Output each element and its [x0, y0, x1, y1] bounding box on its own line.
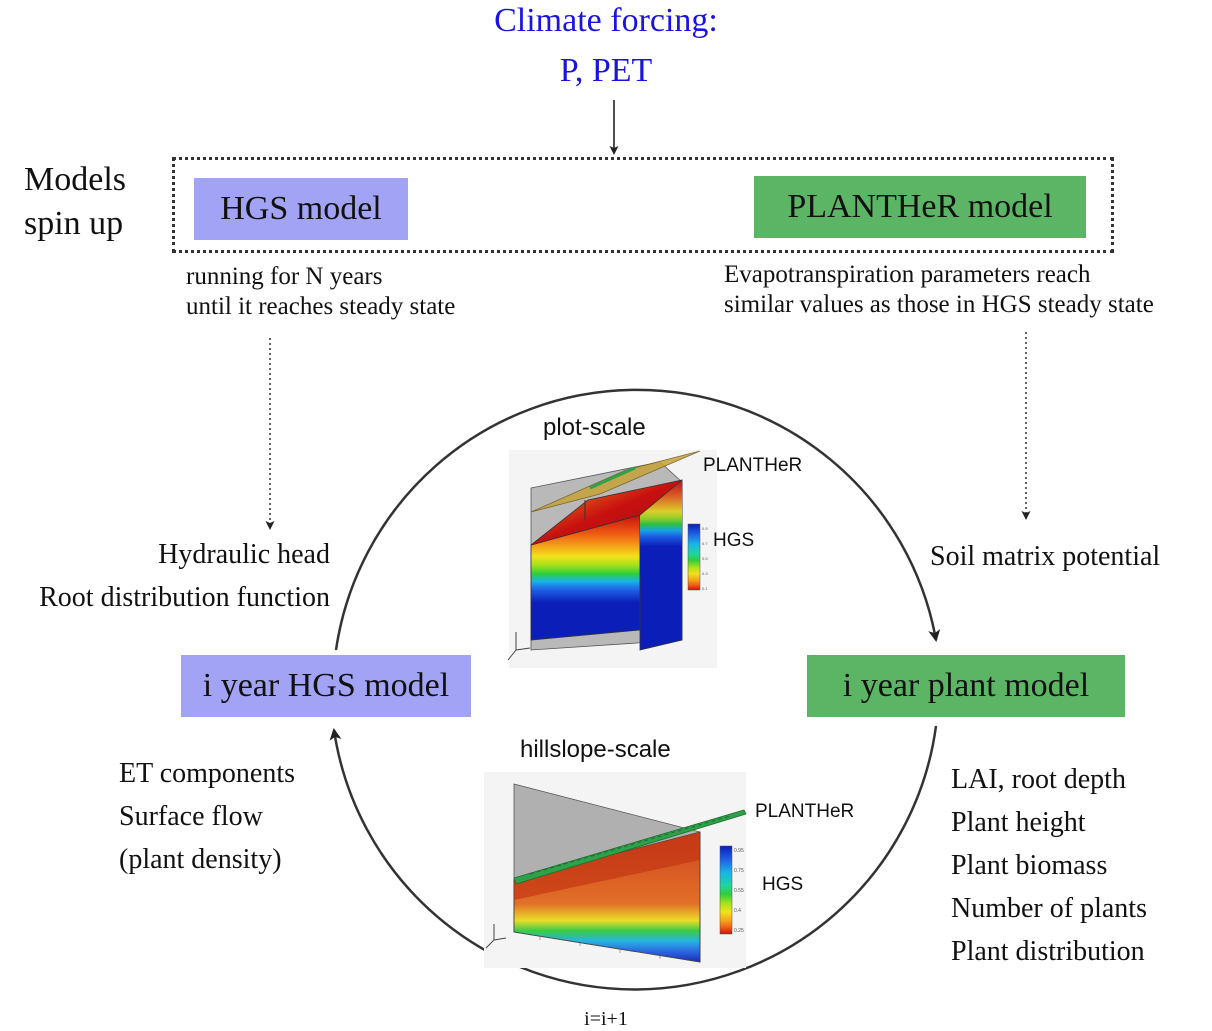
planther-note-line2: similar values as those in HGS steady st…	[724, 291, 1154, 318]
hgs-note-line1: running for N years	[186, 263, 383, 290]
hillslope-planther-label: PLANTHeR	[755, 801, 855, 822]
svg-text:0.1: 0.1	[702, 586, 708, 591]
hillslope-scale-figure: 0.95 0.75 0.55 0.4 0.25	[484, 772, 747, 968]
cycle-arc-bottom	[329, 725, 938, 991]
hgs-output-item: ET components	[119, 758, 296, 789]
svg-text:0.9: 0.9	[702, 526, 708, 531]
planther-spinup-model-box: PLANTHeR model	[754, 176, 1086, 238]
hgs-outputs-list: ET components Surface flow (plant densit…	[119, 752, 295, 881]
hillslope-hgs-label: HGS	[762, 874, 804, 895]
planther-note-line1: Evapotranspiration parameters reach	[724, 261, 1091, 288]
plot-hgs-label: HGS	[713, 530, 755, 551]
plant-input-label: Soil matrix potential	[930, 541, 1161, 572]
svg-text:0.95: 0.95	[734, 848, 744, 854]
spinup-label-line2: spin up	[24, 205, 124, 242]
svg-text:0.4: 0.4	[734, 908, 741, 914]
spinup-label: Models spin up	[24, 158, 126, 246]
plant-output-item: Number of plants	[951, 893, 1147, 924]
hgs-spinup-model-box: HGS model	[194, 178, 408, 240]
plant-output-item: Plant height	[951, 807, 1086, 838]
svg-text:0.75: 0.75	[734, 868, 744, 874]
spinup-group-box	[172, 157, 1114, 253]
hgs-note-line2: until it reaches steady state	[186, 293, 456, 320]
svg-text:0.25: 0.25	[734, 928, 744, 934]
plant-outputs-list: LAI, root depth Plant height Plant bioma…	[951, 758, 1147, 973]
svg-text:0.3: 0.3	[702, 571, 708, 576]
hgs-yearly-model-box: i year HGS model	[181, 655, 471, 717]
climate-variables: P, PET	[559, 52, 653, 89]
cycle-arc-top	[334, 388, 941, 651]
hillslope-scale-title: hillslope-scale	[520, 736, 671, 763]
plot-planther-label: PLANTHeR	[703, 455, 803, 476]
svg-text:0.55: 0.55	[734, 888, 744, 894]
svg-text:0.7: 0.7	[702, 541, 708, 546]
hgs-spinup-note: running for N years until it reaches ste…	[186, 262, 455, 322]
plot-scale-title: plot-scale	[543, 414, 646, 441]
hgs-input-item: Hydraulic head	[158, 539, 330, 570]
plant-yearly-model-box: i year plant model	[807, 655, 1125, 717]
hgs-input-item: Root distribution function	[39, 582, 330, 613]
hgs-inputs-list: Hydraulic head Root distribution functio…	[0, 533, 330, 619]
svg-text:0.5: 0.5	[702, 556, 708, 561]
planther-spinup-note: Evapotranspiration parameters reach simi…	[724, 260, 1154, 320]
plant-output-item: LAI, root depth	[951, 764, 1126, 795]
climate-forcing-title: Climate forcing:	[494, 2, 718, 39]
iteration-label: i=i+1	[584, 1008, 628, 1030]
hgs-output-item: (plant density)	[119, 844, 282, 875]
hgs-output-item: Surface flow	[119, 801, 263, 832]
plant-output-item: Plant distribution	[951, 936, 1145, 967]
plant-output-item: Plant biomass	[951, 850, 1108, 881]
plot-scale-figure: 0.9 0.7 0.5 0.3 0.1	[507, 450, 717, 668]
spinup-label-line1: Models	[24, 161, 126, 198]
